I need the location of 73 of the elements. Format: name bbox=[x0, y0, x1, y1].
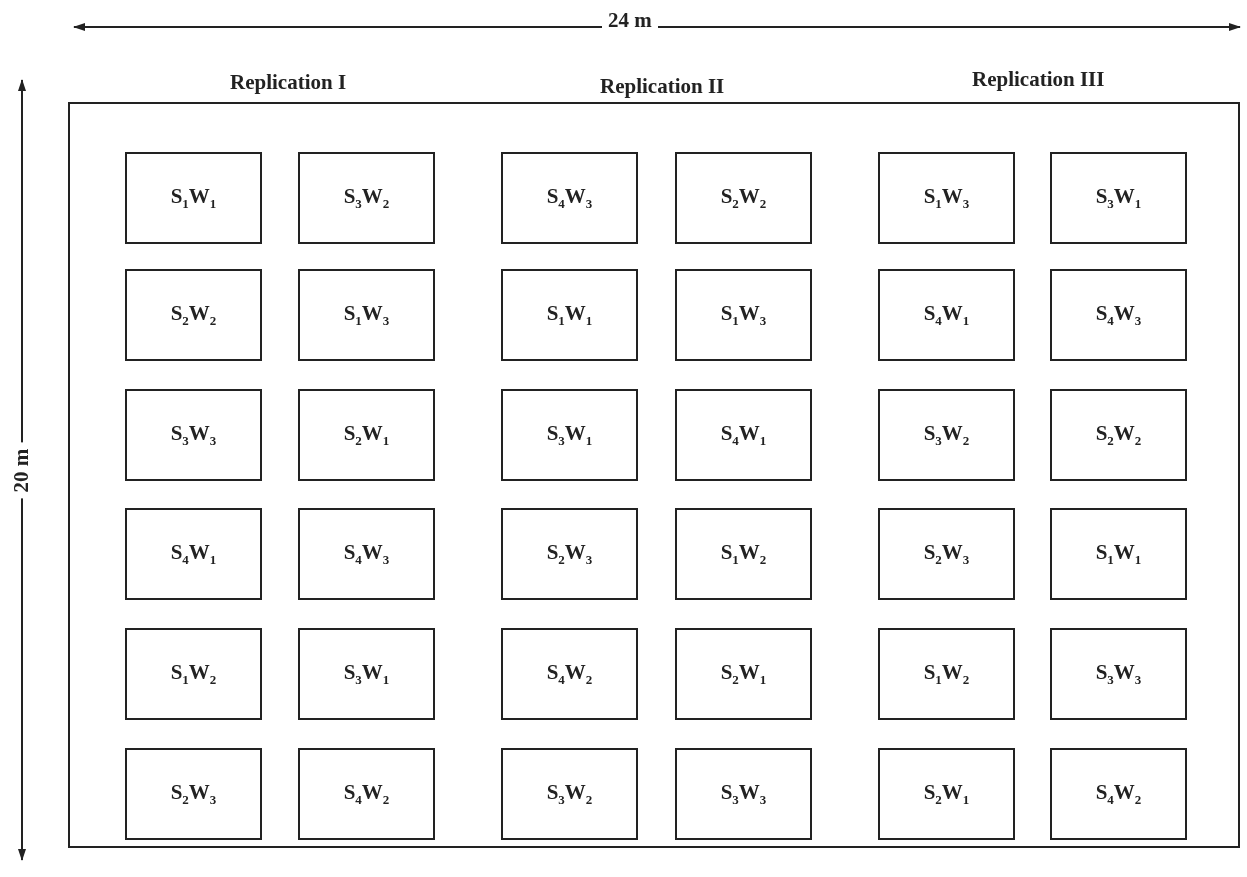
plot-box bbox=[675, 628, 812, 720]
plot-box bbox=[878, 508, 1015, 600]
plot-label: S$_{4}$W$_{1}$ bbox=[923, 300, 970, 330]
plot-label: S$_{1}$W$_{2}$ bbox=[720, 539, 767, 569]
plot-label: S$_{2}$W$_{3}$ bbox=[546, 539, 593, 569]
plot-box bbox=[501, 748, 638, 840]
plot-box bbox=[298, 389, 435, 481]
plot-box bbox=[125, 748, 262, 840]
plot-label: S$_{3}$W$_{2}$ bbox=[546, 779, 593, 809]
plot-box bbox=[298, 152, 435, 244]
plot-label: S$_{3}$W$_{2}$ bbox=[923, 420, 970, 450]
field-boundary bbox=[68, 102, 1240, 848]
plot-label: S$_{1}$W$_{1}$ bbox=[1095, 539, 1142, 569]
plot-label: S$_{1}$W$_{1}$ bbox=[170, 183, 217, 213]
plot-box bbox=[878, 748, 1015, 840]
plot-label: S$_{2}$W$_{2}$ bbox=[170, 300, 217, 330]
plot-box bbox=[501, 269, 638, 361]
plot-box bbox=[878, 152, 1015, 244]
plot-label: S$_{1}$W$_{1}$ bbox=[546, 300, 593, 330]
plot-box bbox=[1050, 152, 1187, 244]
plot-label: S$_{3}$W$_{2}$ bbox=[343, 183, 390, 213]
plot-label: S$_{4}$W$_{1}$ bbox=[170, 539, 217, 569]
plot-box bbox=[125, 269, 262, 361]
plot-label: S$_{4}$W$_{2}$ bbox=[546, 659, 593, 689]
plot-box bbox=[125, 628, 262, 720]
plot-label: S$_{3}$W$_{3}$ bbox=[170, 420, 217, 450]
plot-label: S$_{1}$W$_{2}$ bbox=[170, 659, 217, 689]
plot-label: S$_{4}$W$_{2}$ bbox=[343, 779, 390, 809]
plot-box bbox=[298, 269, 435, 361]
plot-label: S$_{2}$W$_{1}$ bbox=[720, 659, 767, 689]
plot-label: S$_{4}$W$_{2}$ bbox=[1095, 779, 1142, 809]
plot-box bbox=[1050, 508, 1187, 600]
plot-box bbox=[298, 508, 435, 600]
plot-label: S$_{4}$W$_{3}$ bbox=[1095, 300, 1142, 330]
plot-label: S$_{1}$W$_{3}$ bbox=[923, 183, 970, 213]
plot-label: S$_{2}$W$_{3}$ bbox=[923, 539, 970, 569]
plot-box bbox=[501, 389, 638, 481]
plot-label: S$_{2}$W$_{1}$ bbox=[923, 779, 970, 809]
plot-box bbox=[1050, 628, 1187, 720]
plot-box bbox=[298, 628, 435, 720]
plot-label: S$_{4}$W$_{3}$ bbox=[546, 183, 593, 213]
plot-label: S$_{2}$W$_{2}$ bbox=[1095, 420, 1142, 450]
plot-box bbox=[878, 389, 1015, 481]
plot-box bbox=[501, 152, 638, 244]
plot-box bbox=[125, 389, 262, 481]
plot-label: S$_{1}$W$_{3}$ bbox=[720, 300, 767, 330]
plot-box bbox=[675, 748, 812, 840]
plot-label: S$_{4}$W$_{1}$ bbox=[720, 420, 767, 450]
plot-label: S$_{3}$W$_{3}$ bbox=[1095, 659, 1142, 689]
plot-label: S$_{3}$W$_{1}$ bbox=[546, 420, 593, 450]
plot-box bbox=[501, 628, 638, 720]
plot-label: S$_{3}$W$_{3}$ bbox=[720, 779, 767, 809]
plot-box bbox=[298, 748, 435, 840]
plot-box bbox=[675, 152, 812, 244]
plot-label: S$_{3}$W$_{1}$ bbox=[1095, 183, 1142, 213]
plot-box bbox=[878, 628, 1015, 720]
plot-box bbox=[1050, 389, 1187, 481]
plot-box bbox=[675, 389, 812, 481]
plot-box bbox=[125, 508, 262, 600]
plot-box bbox=[125, 152, 262, 244]
plot-box bbox=[1050, 748, 1187, 840]
plot-label: S$_{2}$W$_{2}$ bbox=[720, 183, 767, 213]
plot-label: S$_{1}$W$_{2}$ bbox=[923, 659, 970, 689]
plot-box bbox=[675, 269, 812, 361]
plot-label: S$_{4}$W$_{3}$ bbox=[343, 539, 390, 569]
plot-label: S$_{2}$W$_{1}$ bbox=[343, 420, 390, 450]
plot-box bbox=[878, 269, 1015, 361]
plot-label: S$_{2}$W$_{3}$ bbox=[170, 779, 217, 809]
plot-label: S$_{3}$W$_{1}$ bbox=[343, 659, 390, 689]
plot-box bbox=[501, 508, 638, 600]
plot-label: S$_{1}$W$_{3}$ bbox=[343, 300, 390, 330]
plot-box bbox=[1050, 269, 1187, 361]
plot-box bbox=[675, 508, 812, 600]
